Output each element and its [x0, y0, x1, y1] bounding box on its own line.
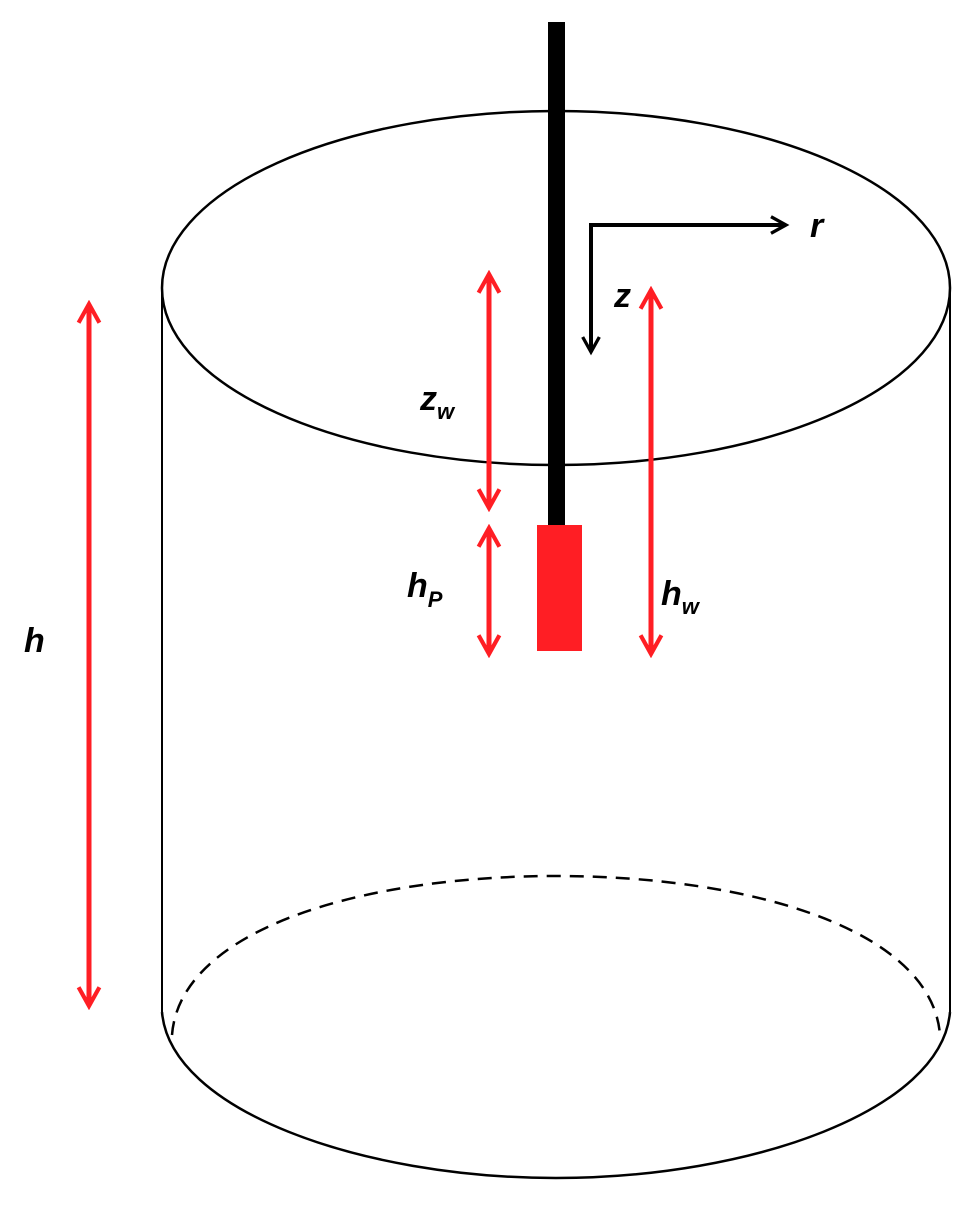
zw-label-sub: w [437, 399, 456, 424]
tank-bottom-front [160, 1011, 952, 1180]
hp-label-main: h [407, 567, 428, 605]
coordinate-axes: r z [591, 207, 825, 352]
hw-label: hw [661, 575, 701, 619]
r-axis-label: r [810, 207, 825, 245]
zw-label-main: z [419, 380, 437, 418]
hw-label-sub: w [682, 594, 701, 619]
hp-label-sub: P [428, 587, 443, 612]
impeller-shaft [548, 22, 565, 527]
dimension-arrows [89, 274, 651, 1006]
h-label: h [24, 622, 45, 660]
zw-label: zw [419, 380, 456, 424]
z-axis-label: z [613, 277, 631, 315]
hp-label: hP [407, 567, 443, 612]
tank-bottom-back-dashed [170, 874, 942, 1036]
hw-label-main: h [661, 575, 682, 613]
impeller-blade [537, 525, 582, 651]
